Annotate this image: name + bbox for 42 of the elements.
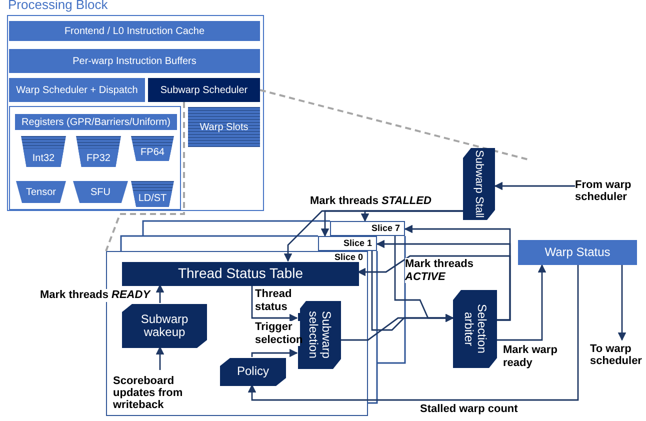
- arrow: [251, 285, 298, 322]
- edge-label: Mark threads READY: [40, 289, 150, 302]
- slice-box: Slice 7: [330, 221, 405, 236]
- process-box: Subwarp Stall: [463, 148, 495, 220]
- arrow: [248, 265, 579, 401]
- annotation-text: From warp scheduler: [575, 176, 645, 206]
- arrow: [360, 210, 463, 222]
- slice-box: Slice 1: [318, 236, 377, 251]
- arrow: [156, 284, 164, 303]
- execution-unit: SFU: [73, 181, 128, 203]
- execution-unit: LD/ST: [131, 181, 174, 207]
- zoom-guide-line: [260, 89, 530, 161]
- arrow: [394, 236, 454, 322]
- arrow: [618, 265, 626, 341]
- status-box: Warp Status: [518, 240, 637, 265]
- unit-box: Subwarp Scheduler: [148, 78, 260, 102]
- arrow: [404, 224, 511, 321]
- process-box: Selection arbiter: [453, 290, 497, 368]
- arrow: [156, 346, 164, 370]
- execution-unit: Tensor: [16, 181, 66, 203]
- arrow: [497, 264, 546, 341]
- process-box: Policy: [220, 358, 286, 386]
- annotation-text: Scoreboard updates from writeback: [113, 371, 213, 415]
- processing-block: [7, 0, 264, 211]
- unit-box: Frontend / L0 Instruction Cache: [9, 21, 260, 41]
- edge-label: Stalled warp count: [420, 403, 518, 416]
- slice-box: [106, 251, 368, 416]
- arrow: [251, 348, 298, 358]
- execution-unit: FP32: [76, 136, 121, 167]
- unit-box: Warp Scheduler + Dispatch: [9, 78, 145, 102]
- annotation-text: To warp scheduler: [590, 340, 646, 370]
- execution-unit: Int32: [21, 136, 66, 167]
- unit-box: Per-warp Instruction Buffers: [9, 49, 260, 73]
- register-bar: Registers (GPR/Barriers/Uniform): [15, 114, 177, 130]
- group-title: Slice 0: [334, 253, 363, 263]
- arrow: [494, 182, 575, 190]
- table-box: Thread Status Table: [122, 262, 359, 286]
- warp-slots-box: Warp Slots: [188, 107, 260, 147]
- edge-label: Thread status: [255, 288, 300, 314]
- process-box: Subwarp wakeup: [122, 304, 207, 348]
- unit-group-box: [9, 106, 181, 210]
- execution-unit: FP64: [131, 136, 174, 161]
